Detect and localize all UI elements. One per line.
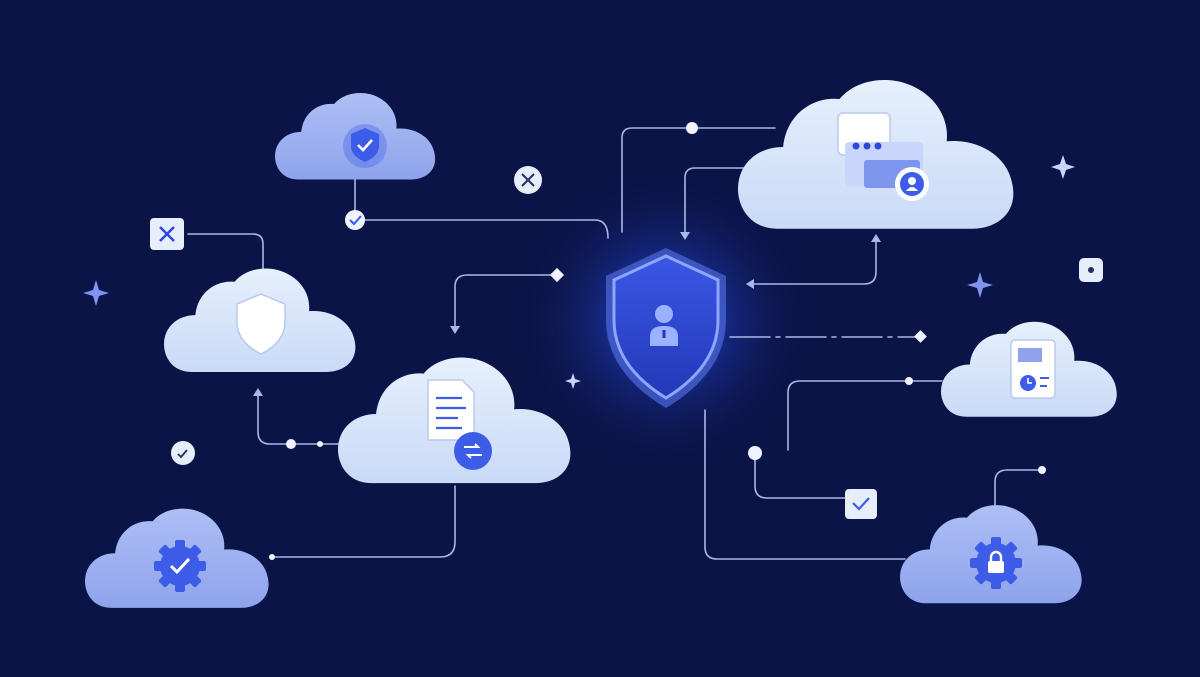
cloud-document-clock — [941, 321, 1117, 417]
sparkles — [83, 155, 1075, 389]
gear-check-icon — [154, 540, 206, 592]
check-badge — [171, 441, 195, 465]
dot-icon — [1088, 267, 1094, 273]
check-badge — [845, 489, 877, 519]
connector-lock — [994, 469, 1041, 506]
node-dot — [686, 122, 698, 134]
cloud-document — [338, 357, 571, 484]
shield-user-icon — [650, 305, 678, 346]
cloud-shield-left — [164, 268, 356, 372]
sparkle-icon — [967, 272, 993, 298]
connector-left-x — [187, 233, 264, 271]
connector-doc-right — [787, 380, 943, 451]
connector-bottom-left — [269, 485, 456, 558]
close-icon — [159, 226, 175, 242]
line-nodes — [269, 122, 1046, 560]
connector-right-mid — [751, 239, 877, 285]
check-badge-icon — [351, 128, 379, 162]
arrow-left — [746, 279, 754, 289]
node-diamond — [914, 330, 927, 343]
cloud-gear-check — [85, 508, 269, 608]
check-icon — [349, 215, 362, 226]
check-node-icon — [345, 210, 365, 230]
connector-doc — [454, 274, 558, 331]
cloud-check-top — [275, 92, 436, 180]
arrow-up — [871, 234, 881, 242]
central-shield — [606, 248, 726, 408]
close-icon — [521, 173, 535, 187]
node-dot — [905, 377, 913, 385]
connector-check-right — [754, 452, 846, 499]
connector-lines — [187, 127, 1041, 560]
connector-top — [621, 127, 776, 233]
node-dot — [269, 554, 275, 560]
sparkle-icon — [565, 373, 581, 389]
cloud-gear-lock — [900, 505, 1082, 604]
check-icon — [852, 497, 870, 511]
arrow-up-left — [253, 388, 263, 396]
node-diamond — [549, 267, 565, 283]
arrowheads — [253, 232, 881, 396]
check-icon — [177, 449, 188, 459]
node-dot — [317, 441, 323, 447]
connector-left-low — [257, 391, 341, 445]
sparkle-icon — [83, 280, 109, 306]
document-icon — [427, 379, 475, 441]
node-dot — [1038, 466, 1046, 474]
arrow-down-doc — [450, 326, 460, 334]
gear-lock-icon — [970, 537, 1022, 589]
sparkle-icon — [1051, 155, 1075, 179]
connector-chatcloud — [684, 167, 761, 237]
node-dot — [286, 439, 296, 449]
node-dot — [748, 446, 762, 460]
connector-bottom-right — [704, 409, 906, 560]
sync-icon — [454, 432, 492, 470]
floating-badges — [150, 166, 1103, 519]
arrow-down — [680, 232, 690, 240]
cloud-chat-user — [738, 79, 1014, 229]
check-icon — [357, 139, 373, 152]
shield-icon — [236, 293, 286, 355]
